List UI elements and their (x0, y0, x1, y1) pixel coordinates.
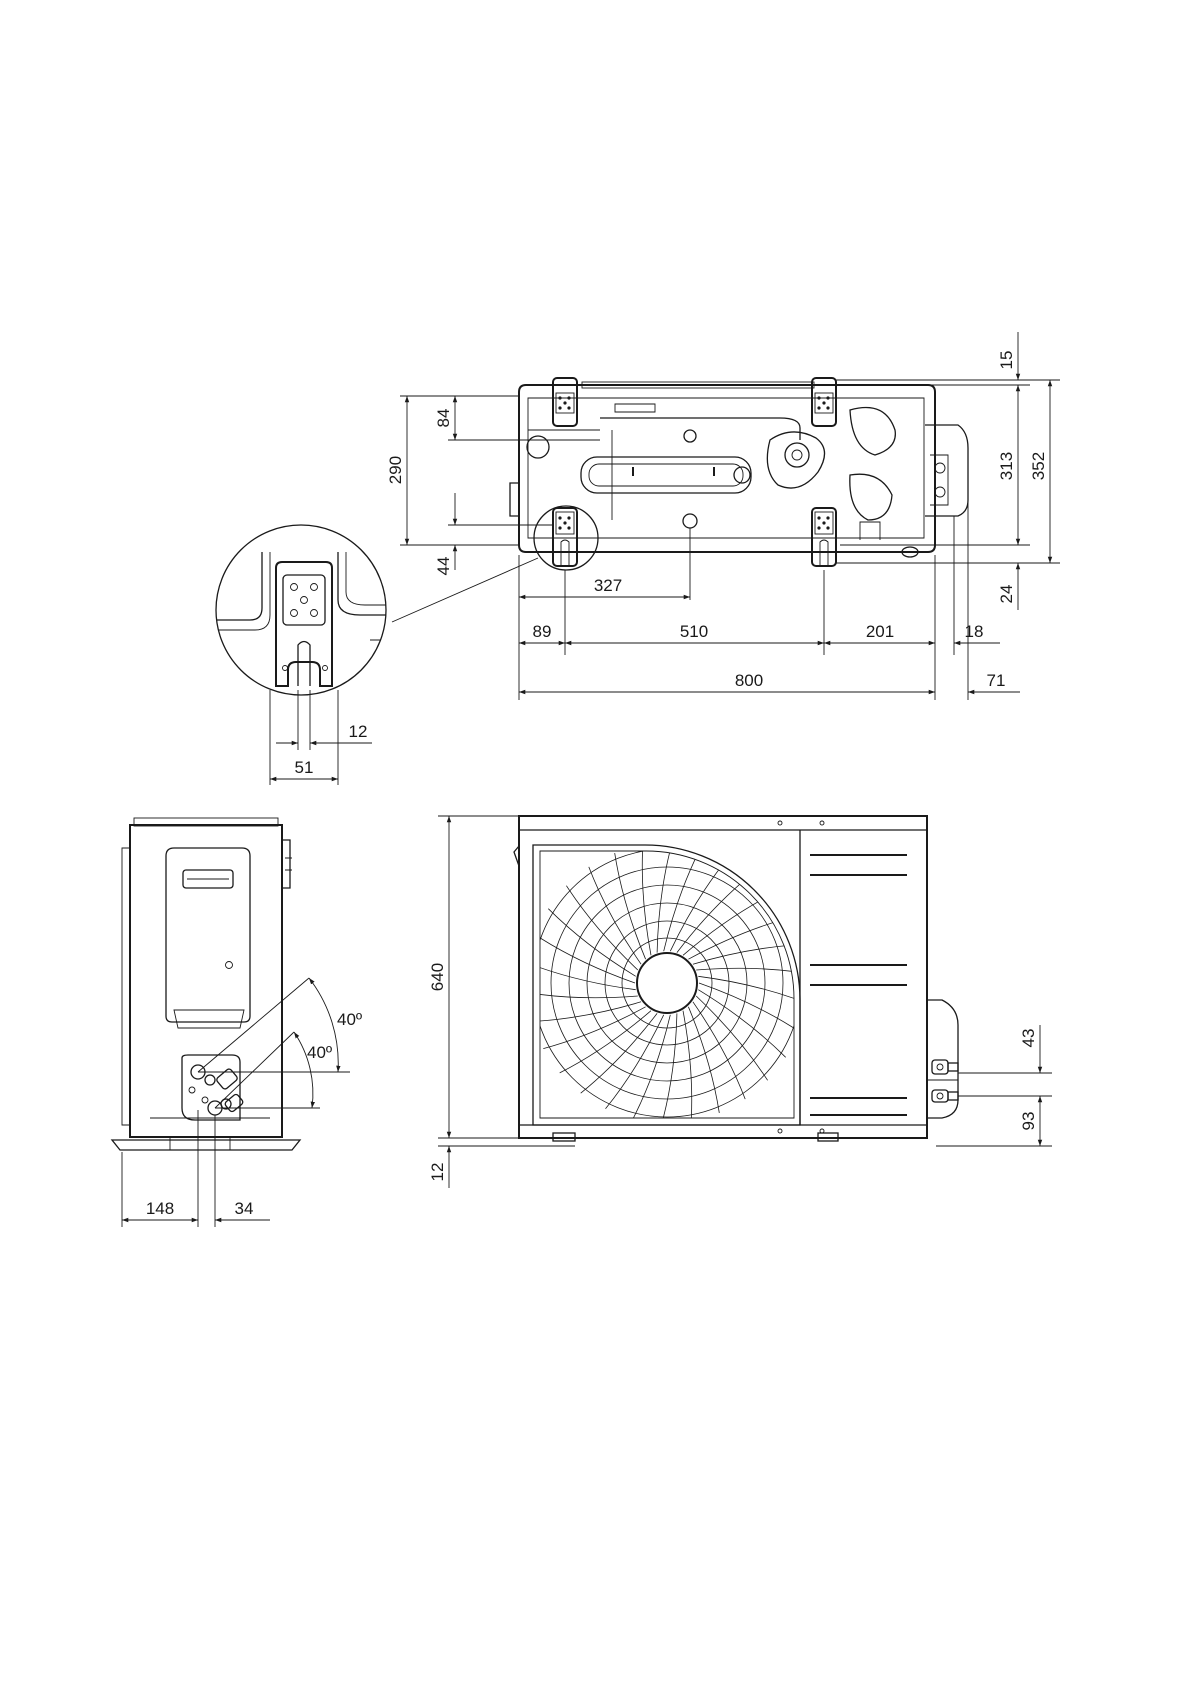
mounting-foot-bottom-left (553, 508, 577, 566)
dim-327-label: 327 (594, 576, 622, 595)
dim-510-label: 510 (680, 622, 708, 641)
side-valves (189, 1065, 244, 1115)
angle-40-lower-label: 40º (307, 1043, 332, 1062)
detail-foot (276, 562, 332, 686)
dim-24-label: 24 (997, 585, 1016, 604)
dim-34-label: 34 (235, 1199, 254, 1218)
grille-spoke (664, 847, 701, 951)
top-view-dimensions (400, 332, 1060, 700)
top-view-labels: 15 84 290 44 313 352 24 327 89 510 201 1… (386, 351, 1048, 690)
grille-spoke (662, 1013, 677, 1123)
angle-40-upper-label: 40º (337, 1010, 362, 1029)
grille-spoke (698, 976, 805, 1002)
top-view: 15 84 290 44 313 352 24 327 89 510 201 1… (386, 332, 1060, 700)
side-view: 40º 40º 148 34 (112, 818, 362, 1227)
grille-spoke (657, 843, 672, 953)
fan-hub (637, 953, 697, 1013)
dim-352-label: 352 (1029, 452, 1048, 480)
grille-spoke (677, 873, 753, 953)
front-dimensions: 640 12 43 93 (428, 816, 1052, 1188)
side-casing (112, 818, 300, 1150)
dim-201-label: 201 (866, 622, 894, 641)
grille-ring (533, 849, 801, 1117)
dim-148-label: 148 (146, 1199, 174, 1218)
grille-ring (551, 867, 783, 1099)
grille-spoke (527, 993, 638, 998)
grille-spoke (528, 963, 635, 989)
mounting-foot-bottom-right (812, 508, 836, 566)
grille-spoke (581, 1013, 657, 1093)
dim-43-label: 43 (1019, 1029, 1038, 1048)
detail-view: 12 51 (210, 525, 395, 785)
dim-12-detail-label: 12 (349, 722, 368, 741)
grille-spoke (696, 968, 807, 973)
side-dimensions: 148 34 (122, 1110, 270, 1227)
grille-ring (587, 903, 747, 1063)
front-valves (928, 1060, 958, 1102)
front-view: 640 12 43 93 (428, 816, 1052, 1188)
dim-84-label: 84 (434, 409, 453, 428)
dim-44-label: 44 (434, 557, 453, 576)
dim-15-label: 15 (997, 351, 1016, 370)
dim-12-front-label: 12 (428, 1163, 447, 1182)
dim-640-label: 640 (428, 963, 447, 991)
dim-93-label: 93 (1019, 1112, 1038, 1131)
dim-313-label: 313 (997, 452, 1016, 480)
dim-18-label: 18 (965, 622, 984, 641)
grille-rings (533, 849, 801, 1117)
dim-51-label: 51 (295, 758, 314, 777)
base-pan-features (527, 404, 918, 557)
dim-290-label: 290 (386, 456, 405, 484)
grille-spoke (633, 1015, 670, 1119)
dim-71-label: 71 (987, 671, 1006, 690)
grille-ring (569, 885, 765, 1081)
grille-ring (622, 938, 712, 1028)
grille-spoke (683, 1011, 692, 1121)
dim-89-label: 89 (533, 622, 552, 641)
detail-dimensions: 12 51 (270, 690, 372, 785)
dim-800-label: 800 (735, 671, 763, 690)
detail-circle (216, 525, 386, 695)
grille-spoke (532, 1002, 641, 1022)
front-louvers (810, 855, 907, 1115)
fan-grille (527, 843, 806, 1125)
grille-spoke (642, 845, 651, 955)
detail-leader-line (392, 558, 538, 622)
front-casing (514, 816, 958, 1141)
grille-spoke (693, 945, 802, 965)
